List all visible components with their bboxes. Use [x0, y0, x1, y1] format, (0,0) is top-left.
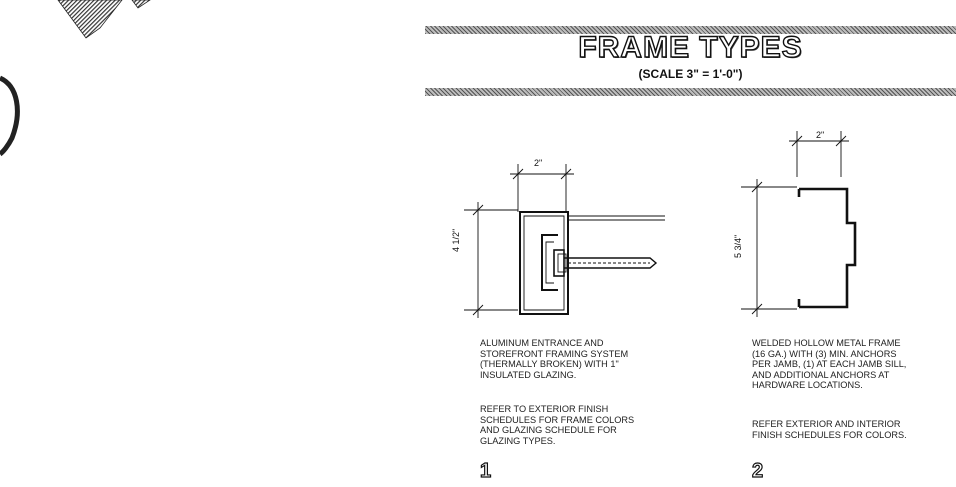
frame-1-width-dimension: 2" — [534, 158, 543, 168]
frame-2-number: 2 — [751, 459, 764, 482]
frame-2-height-dimension: 5 3/4" — [733, 234, 743, 258]
frame-1-detail-drawing — [464, 164, 665, 318]
frame-1-description: ALUMINUM ENTRANCE AND STOREFRONT FRAMING… — [480, 338, 629, 380]
frame-1-number: 1 — [479, 459, 492, 482]
corner-graphic-fragment — [0, 0, 151, 157]
frame-2-description: WELDED HOLLOW METAL FRAME (16 GA.) WITH … — [752, 338, 907, 391]
frame-2-detail-drawing — [741, 131, 857, 317]
frame-2-finish-note: REFER EXTERIOR AND INTERIOR FINISH SCHED… — [752, 419, 907, 440]
title-hatch-bar-bottom — [425, 88, 956, 96]
title-hatch-bar-top — [425, 26, 956, 34]
page-title: FRAME TYPES — [578, 31, 803, 64]
scale-note: (SCALE 3" = 1'-0") — [638, 67, 743, 81]
frame-1-height-dimension: 4 1/2" — [451, 228, 461, 252]
frame-2-width-dimension: 2" — [816, 130, 825, 140]
frame-1-finish-note: REFER TO EXTERIOR FINISH SCHEDULES FOR F… — [480, 404, 635, 446]
